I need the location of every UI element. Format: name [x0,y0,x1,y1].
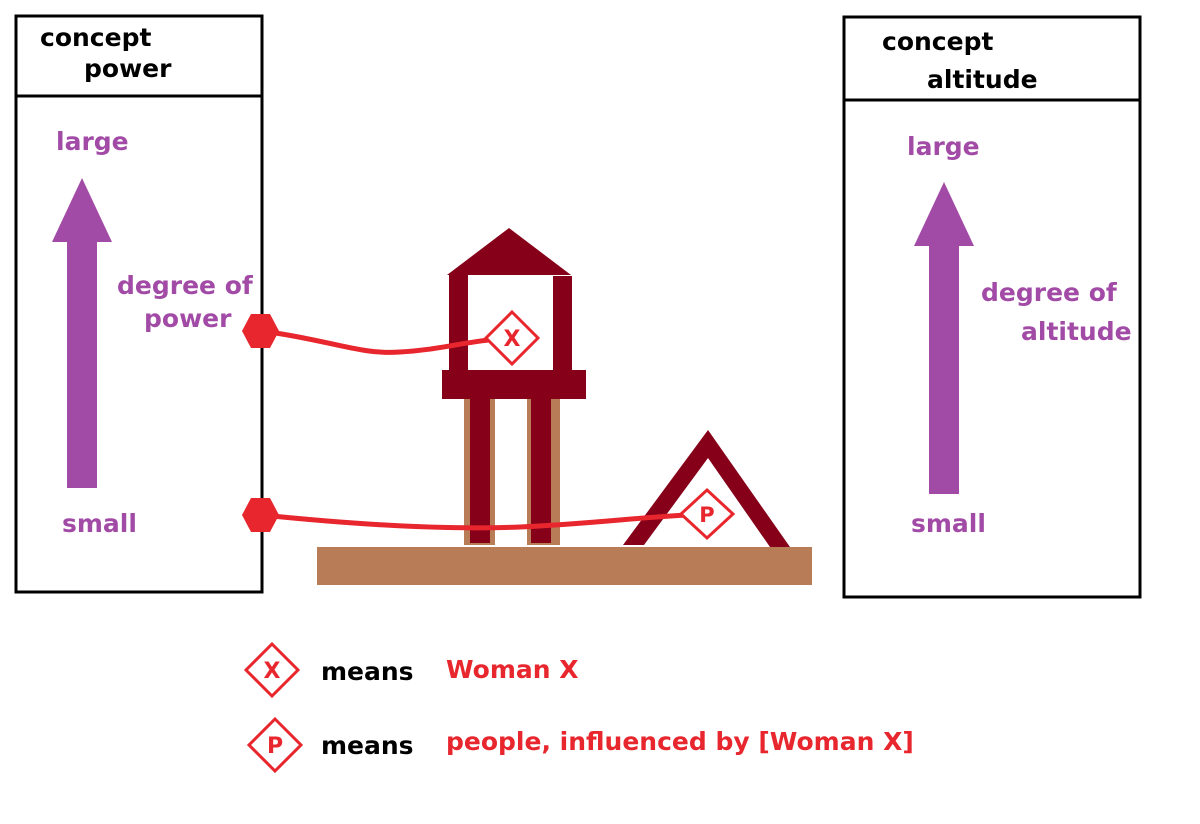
ground-slab [317,547,812,585]
watch-tower-illustration [442,228,586,545]
left-panel-top-label: large [56,127,129,156]
power-high-connector-line [261,328,513,355]
right-panel-axis-label-line2: altitude [1021,317,1132,346]
legend-p-means: means [321,731,414,760]
legend-p-diamond-icon [246,716,304,774]
left-panel-title-line2: power [84,54,172,83]
right-panel-frame [842,15,1142,599]
left-panel-axis-label-line2: power [144,304,232,333]
power-low-connector-line [261,511,707,531]
people-p-marker-symbol: P [699,503,714,527]
left-panel-axis-label-line1: degree of [117,271,254,300]
people-p-marker: P [678,487,736,541]
right-panel-title-line2: altitude [927,65,1038,94]
left-power-arrow-icon [52,178,112,488]
left-concept-panel: concept power large degree of power smal… [14,14,264,594]
right-panel-axis-label-line1: degree of [981,278,1118,307]
power-high-node [242,314,279,348]
legend-item-people-p: P means people, influenced by [Woman X] [246,716,914,774]
legend: X means Woman X P means people, influenc… [243,641,914,774]
tower-cabin-right-wall [553,276,572,371]
legend-x-symbol: X [264,659,281,684]
tent-illustration [623,430,790,547]
right-altitude-arrow-icon [914,182,974,494]
legend-p-symbol: P [267,734,283,759]
tower-roof [447,228,571,275]
tower-cabin-left-wall [449,275,468,371]
right-concept-panel: concept altitude large degree of altitud… [842,15,1142,599]
woman-x-marker-symbol: X [504,327,521,352]
people-p-marker-diamond-icon [678,487,736,541]
tower-right-leg-core [531,399,551,543]
legend-x-means: means [321,657,414,686]
legend-x-description: Woman X [446,655,579,684]
left-panel-title-line1: concept [40,23,151,52]
legend-p-description: people, influenced by [Woman X] [446,727,914,756]
right-panel-top-label: large [907,132,980,161]
woman-x-marker-diamond-icon [483,309,541,367]
left-panel-bottom-label: small [62,509,137,538]
right-panel-title-line1: concept [882,27,993,56]
woman-x-marker: X [483,309,541,367]
legend-x-diamond-icon [243,641,301,699]
tower-platform [442,370,586,399]
left-panel-frame [14,14,264,594]
right-panel-bottom-label: small [911,509,986,538]
tower-left-leg-core [470,399,490,543]
power-low-node [242,498,279,532]
legend-item-woman-x: X means Woman X [243,641,579,699]
